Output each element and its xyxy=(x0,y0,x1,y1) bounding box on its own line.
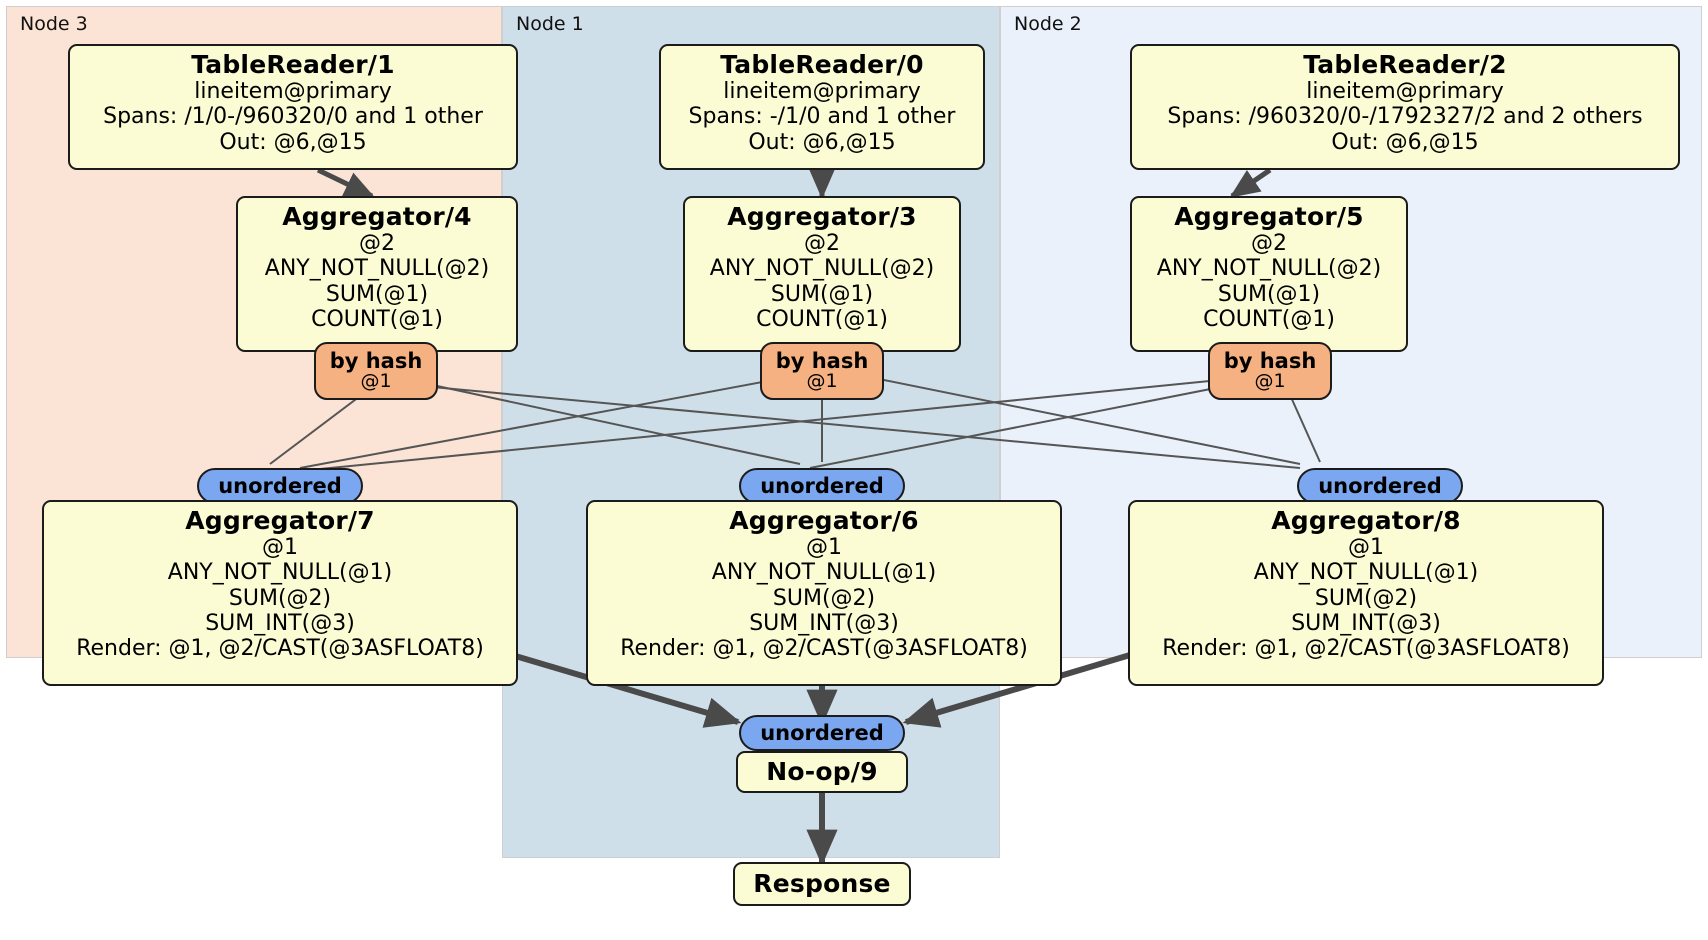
node-label-node3: Node 3 xyxy=(20,13,88,35)
badge-by-hash-right[interactable]: by hash @1 xyxy=(1208,342,1332,400)
badge-subtitle: @1 xyxy=(1254,370,1286,393)
processor-line: lineitem@primary xyxy=(194,79,392,104)
processor-title: TableReader/1 xyxy=(191,50,395,79)
processor-line: SUM(@2) xyxy=(1314,585,1418,611)
badge-title: by hash xyxy=(775,349,869,373)
processor-line: ANY_NOT_NULL(@1) xyxy=(1253,560,1479,586)
processor-aggregator-4[interactable]: Aggregator/4 @2 ANY_NOT_NULL(@2) SUM(@1)… xyxy=(236,196,518,352)
processor-line: ANY_NOT_NULL(@1) xyxy=(711,560,937,586)
processor-line: SUM(@2) xyxy=(228,585,332,611)
processor-tablereader-0[interactable]: TableReader/0 lineitem@primary Spans: -/… xyxy=(659,44,985,170)
processor-title: TableReader/2 xyxy=(1303,50,1507,79)
processor-line: ANY_NOT_NULL(@2) xyxy=(1156,256,1382,282)
processor-tablereader-2[interactable]: TableReader/2 lineitem@primary Spans: /9… xyxy=(1130,44,1680,170)
badge-unordered-mid[interactable]: unordered xyxy=(739,468,905,504)
processor-line: ANY_NOT_NULL(@2) xyxy=(709,256,935,282)
node-label-node1: Node 1 xyxy=(516,13,584,35)
processor-title: Aggregator/8 xyxy=(1271,506,1461,535)
processor-aggregator-6[interactable]: Aggregator/6 @1 ANY_NOT_NULL(@1) SUM(@2)… xyxy=(586,500,1062,686)
processor-line: SUM_INT(@3) xyxy=(205,610,355,636)
badge-title: by hash xyxy=(329,349,423,373)
processor-line: SUM(@1) xyxy=(325,281,429,307)
processor-line: Render: @1, @2/CAST(@3ASFLOAT8) xyxy=(76,636,484,662)
processor-title: Aggregator/4 xyxy=(282,202,472,231)
badge-title: by hash xyxy=(1223,349,1317,373)
processor-aggregator-7[interactable]: Aggregator/7 @1 ANY_NOT_NULL(@1) SUM(@2)… xyxy=(42,500,518,686)
processor-tablereader-1[interactable]: TableReader/1 lineitem@primary Spans: /1… xyxy=(68,44,518,170)
processor-line: @1 xyxy=(262,535,298,560)
badge-label: unordered xyxy=(760,474,884,498)
processor-title: Aggregator/5 xyxy=(1174,202,1364,231)
processor-aggregator-5[interactable]: Aggregator/5 @2 ANY_NOT_NULL(@2) SUM(@1)… xyxy=(1130,196,1408,352)
processor-line: SUM_INT(@3) xyxy=(1291,610,1441,636)
badge-label: unordered xyxy=(760,721,884,745)
badge-unordered-left[interactable]: unordered xyxy=(197,468,363,504)
processor-line: SUM_INT(@3) xyxy=(749,610,899,636)
processor-aggregator-3[interactable]: Aggregator/3 @2 ANY_NOT_NULL(@2) SUM(@1)… xyxy=(683,196,961,352)
processor-line: lineitem@primary xyxy=(723,79,921,104)
processor-line: lineitem@primary xyxy=(1306,79,1504,104)
processor-line: Out: @6,@15 xyxy=(219,129,367,155)
processor-response[interactable]: Response xyxy=(733,862,911,906)
badge-subtitle: @1 xyxy=(360,370,392,393)
processor-line: COUNT(@1) xyxy=(311,306,443,332)
badge-subtitle: @1 xyxy=(806,370,838,393)
processor-noop-9[interactable]: No-op/9 xyxy=(736,751,908,793)
processor-line: @2 xyxy=(359,231,395,256)
processor-line: Spans: /960320/0-/1792327/2 and 2 others xyxy=(1167,104,1643,130)
processor-line: COUNT(@1) xyxy=(756,306,888,332)
processor-line: @1 xyxy=(806,535,842,560)
processor-title: TableReader/0 xyxy=(720,50,924,79)
processor-line: SUM(@1) xyxy=(1217,281,1321,307)
processor-line: SUM(@1) xyxy=(770,281,874,307)
processor-line: @2 xyxy=(804,231,840,256)
processor-line: COUNT(@1) xyxy=(1203,306,1335,332)
badge-unordered-final[interactable]: unordered xyxy=(739,715,905,751)
badge-by-hash-left[interactable]: by hash @1 xyxy=(314,342,438,400)
node-label-node2: Node 2 xyxy=(1014,13,1082,35)
badge-label: unordered xyxy=(218,474,342,498)
processor-line: SUM(@2) xyxy=(772,585,876,611)
processor-line: Render: @1, @2/CAST(@3ASFLOAT8) xyxy=(1162,636,1570,662)
badge-unordered-right[interactable]: unordered xyxy=(1297,468,1463,504)
processor-title: Aggregator/3 xyxy=(727,202,917,231)
processor-line: @1 xyxy=(1348,535,1384,560)
processor-line: Render: @1, @2/CAST(@3ASFLOAT8) xyxy=(620,636,1028,662)
processor-line: Out: @6,@15 xyxy=(748,129,896,155)
badge-by-hash-mid[interactable]: by hash @1 xyxy=(760,342,884,400)
processor-title: Aggregator/7 xyxy=(185,506,375,535)
processor-title: Response xyxy=(753,869,891,898)
processor-title: Aggregator/6 xyxy=(729,506,919,535)
processor-line: Out: @6,@15 xyxy=(1331,129,1479,155)
processor-title: No-op/9 xyxy=(766,757,878,786)
processor-line: Spans: -/1/0 and 1 other xyxy=(688,104,956,130)
processor-line: @2 xyxy=(1251,231,1287,256)
processor-aggregator-8[interactable]: Aggregator/8 @1 ANY_NOT_NULL(@1) SUM(@2)… xyxy=(1128,500,1604,686)
processor-line: ANY_NOT_NULL(@1) xyxy=(167,560,393,586)
processor-line: ANY_NOT_NULL(@2) xyxy=(264,256,490,282)
badge-label: unordered xyxy=(1318,474,1442,498)
processor-line: Spans: /1/0-/960320/0 and 1 other xyxy=(103,104,483,130)
